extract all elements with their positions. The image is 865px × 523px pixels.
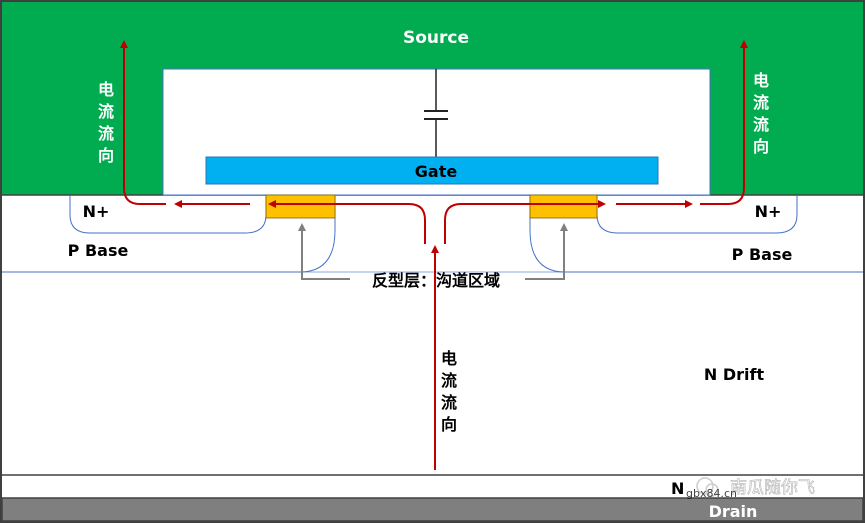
p-base-left-label: P Base <box>68 241 129 260</box>
current-left-source <box>120 40 166 205</box>
n-drift-label: N Drift <box>704 365 765 384</box>
current-label-right-char: 流 <box>753 93 769 112</box>
channel-label: 反型层：沟道区域 <box>372 271 500 290</box>
current-label-right-char: 向 <box>753 137 769 156</box>
watermark-icon <box>696 477 714 495</box>
channel-left <box>265 194 336 219</box>
source-label: Source <box>403 28 469 48</box>
current-label-left-char: 流 <box>98 102 114 121</box>
current-label-left-char: 电 <box>98 80 114 99</box>
current-label-center: 电 流 流 向 <box>441 349 457 434</box>
current-label-right-char: 电 <box>753 71 769 90</box>
current-label-left-char: 流 <box>98 124 114 143</box>
channel-pointer-right <box>525 223 568 280</box>
drain-label: Drain <box>709 502 758 521</box>
channel-pointer-left <box>298 223 350 280</box>
current-left-branch <box>268 200 426 244</box>
current-label-right-char: 流 <box>753 115 769 134</box>
current-label-center-char: 流 <box>441 371 457 390</box>
current-label-right: 电 流 流 向 <box>753 71 769 156</box>
current-label-center-char: 向 <box>441 415 457 434</box>
p-base-right-label: P Base <box>732 245 793 264</box>
n-plus-left-label: N+ <box>83 202 110 221</box>
current-label-center-char: 流 <box>441 393 457 412</box>
channel-right <box>529 194 598 219</box>
drain-region <box>1 497 864 522</box>
n-buffer-label: N <box>671 479 684 498</box>
current-label-center-char: 电 <box>441 349 457 368</box>
current-label-left-char: 向 <box>98 146 114 165</box>
current-right-source <box>700 40 748 205</box>
current-label-left: 电 流 流 向 <box>98 80 114 165</box>
watermark-icon-inner <box>705 483 719 497</box>
n-plus-right-boundary <box>596 195 798 234</box>
gate-region <box>205 156 659 185</box>
gate-label: Gate <box>415 162 458 181</box>
current-right-branch <box>444 200 606 244</box>
watermark-subtext: gbx84.cn <box>686 487 737 500</box>
watermark: 南瓜随你飞 gbx84.cn <box>686 477 815 500</box>
n-plus-right-label: N+ <box>755 202 782 221</box>
n-plus-left-boundary <box>69 195 267 234</box>
watermark-text: 南瓜随你飞 <box>730 478 815 498</box>
